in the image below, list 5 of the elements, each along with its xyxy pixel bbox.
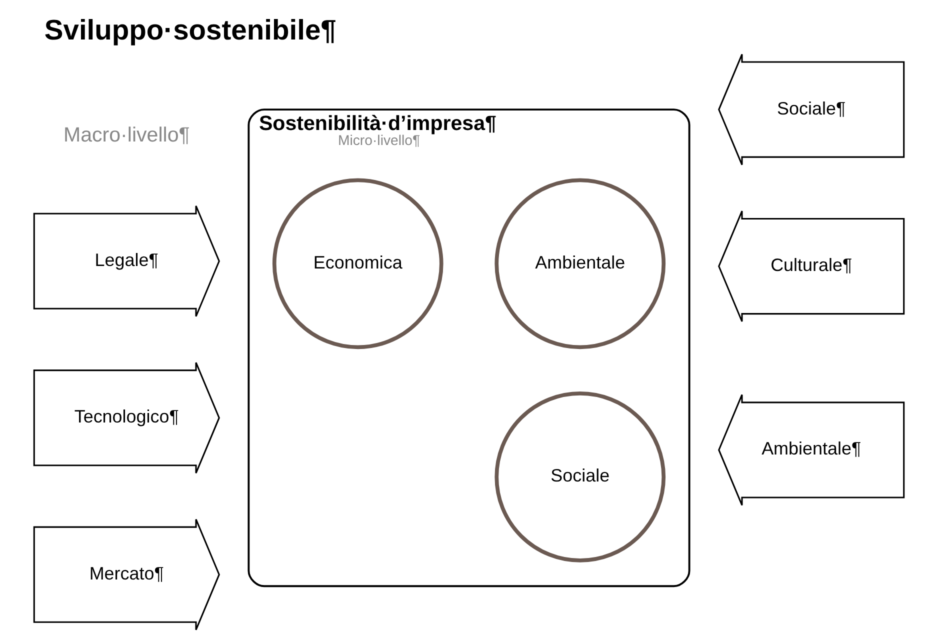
label: Macro·livello¶ (62, 123, 190, 146)
node-circle: Sociale (494, 392, 666, 562)
node-circle: Economica (272, 178, 443, 350)
diagram-title: Sviluppo·sostenibile¶ (44, 14, 336, 46)
node-circle: Ambientale (494, 178, 666, 350)
